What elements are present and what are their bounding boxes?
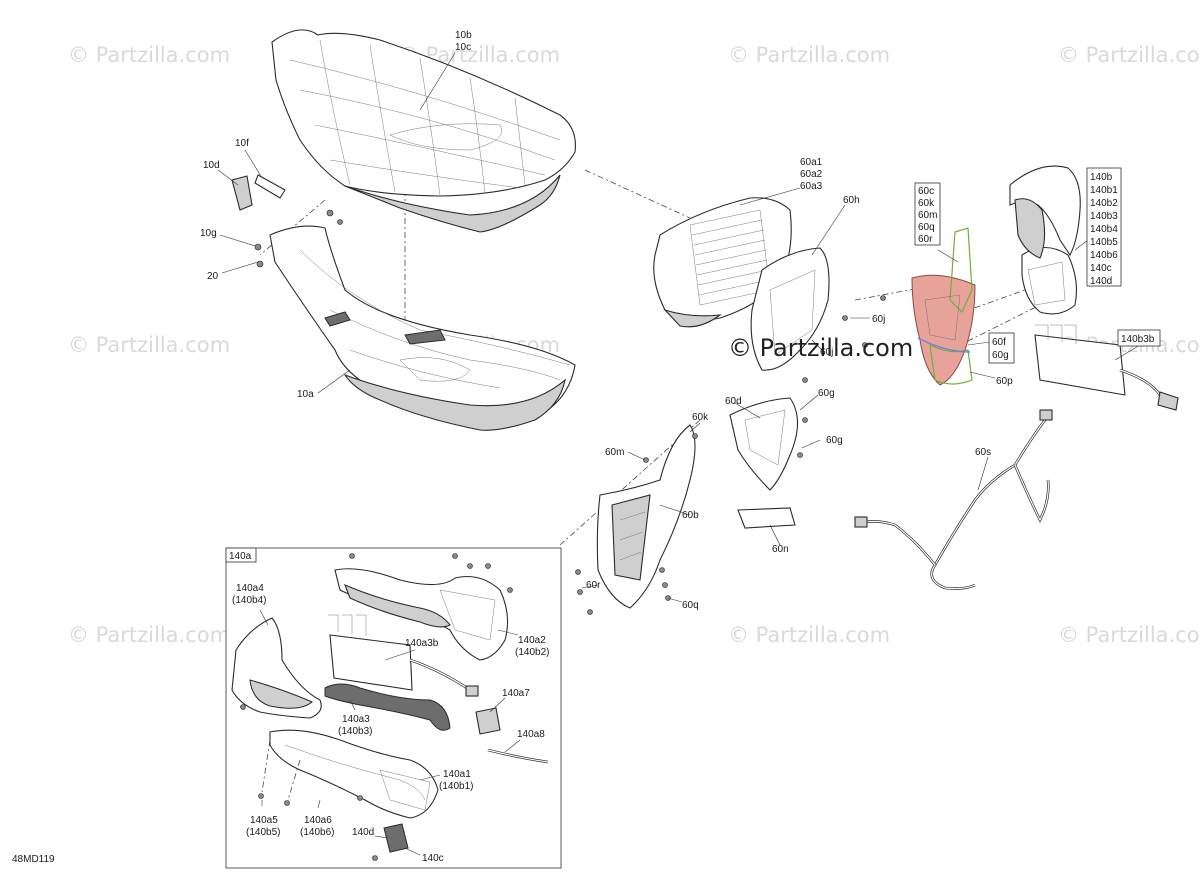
highlighted-bracket-part[interactable]	[911, 227, 976, 386]
label-60m: 60m	[918, 210, 937, 221]
label-140a1: 140a1	[443, 769, 471, 780]
center-watermark: © Partzilla.com	[728, 334, 913, 362]
label-140b: 140b	[1090, 172, 1113, 183]
inset-title: 140a	[229, 551, 252, 562]
heater-pad-part[interactable]	[329, 634, 413, 691]
watermark-4: © Partzilla.com	[1058, 43, 1200, 67]
side-panel-part[interactable]	[750, 247, 886, 383]
label-140a3: 140a3	[342, 714, 370, 725]
label-140b6: 140b6	[1090, 250, 1118, 261]
label-20: 20	[207, 271, 219, 282]
support-frame-part[interactable]	[575, 397, 808, 615]
label-140a5-alt: (140b5)	[246, 827, 280, 838]
label-60a3: 60a3	[800, 181, 823, 192]
watermark-8: © Partzilla.com	[68, 623, 230, 647]
label-box-60c	[914, 182, 941, 246]
label-60h: 60h	[843, 195, 860, 206]
label-140a1-alt: (140b1)	[439, 781, 473, 792]
label-60g: 60g	[992, 350, 1009, 361]
leader-lines	[217, 52, 1141, 856]
watermark-3: © Partzilla.com	[728, 43, 890, 67]
label-140c-b: 140c	[422, 853, 444, 864]
label-60k-b: 60k	[692, 412, 709, 423]
label-140d-b: 140d	[352, 827, 374, 838]
label-60s: 60s	[975, 447, 991, 458]
label-140c: 140c	[1090, 263, 1112, 274]
switch-part[interactable]	[475, 707, 501, 735]
label-60q-b: 60q	[682, 600, 699, 611]
label-60a1: 60a1	[800, 157, 823, 168]
label-140a2: 140a2	[518, 635, 546, 646]
label-60c: 60c	[918, 186, 934, 197]
label-60n: 60n	[772, 544, 789, 555]
label-10g: 10g	[200, 228, 217, 239]
label-140a3b: 140a3b	[405, 638, 439, 649]
label-140b3b: 140b3b	[1121, 334, 1155, 345]
label-60a2: 60a2	[800, 169, 823, 180]
label-box-60f	[988, 332, 1015, 364]
label-10b: 10b	[455, 30, 472, 41]
label-140a2-alt: (140b2)	[515, 647, 549, 658]
label-140a4: 140a4	[236, 583, 264, 594]
label-60r: 60r	[918, 234, 933, 245]
label-60g-b: 60g	[826, 435, 843, 446]
inset-140a: 140a	[225, 547, 562, 869]
label-60k: 60k	[918, 198, 935, 209]
watermark-1: © Partzilla.com	[68, 43, 230, 67]
label-10d: 10d	[203, 160, 220, 171]
label-140b5: 140b5	[1090, 237, 1118, 248]
label-10a: 10a	[297, 389, 314, 400]
label-140a6-alt: (140b6)	[300, 827, 334, 838]
heater-element-part[interactable]	[1034, 324, 1179, 411]
label-140b3: 140b3	[1090, 211, 1118, 222]
label-60j-a: 60j	[872, 314, 885, 325]
label-60m-b: 60m	[605, 447, 624, 458]
label-140b1: 140b1	[1090, 185, 1118, 196]
label-140a4-alt: (140b4)	[232, 595, 266, 606]
label-box-140b3b	[1117, 329, 1161, 347]
label-140d: 140d	[1090, 276, 1112, 287]
label-10f: 10f	[235, 138, 249, 149]
watermark-11: © Partzilla.com	[1058, 623, 1200, 647]
label-140a7: 140a7	[502, 688, 530, 699]
label-60d: 60d	[725, 396, 742, 407]
label-140a3-alt: (140b3)	[338, 726, 372, 737]
diagram-code: 48MD119	[12, 854, 55, 865]
watermark-10: © Partzilla.com	[728, 623, 890, 647]
label-60r-b: 60r	[586, 580, 601, 591]
grip-strip-part[interactable]	[324, 683, 451, 731]
label-60g-a: 60g	[818, 388, 835, 399]
bezel-part[interactable]	[383, 823, 409, 853]
label-box-140b	[1086, 167, 1122, 287]
handle-housing-part[interactable]	[1009, 165, 1081, 315]
label-60q: 60q	[918, 222, 935, 233]
seat-part[interactable]	[271, 29, 576, 233]
watermark-5: © Partzilla.com	[68, 333, 230, 357]
label-60p: 60p	[996, 376, 1013, 387]
handle-lower-part[interactable]	[269, 729, 439, 819]
label-140a5: 140a5	[250, 815, 278, 826]
seat-base-part[interactable]	[269, 225, 576, 431]
label-140a8: 140a8	[517, 729, 545, 740]
label-60j-b: 60j	[820, 347, 833, 358]
label-140b2: 140b2	[1090, 198, 1118, 209]
part-labels: 10b 10c 10f 10d 10g 20 10a 60a1 60a2 60a…	[200, 30, 1155, 864]
label-60b: 60b	[682, 510, 699, 521]
label-60f: 60f	[992, 337, 1006, 348]
label-140a6: 140a6	[304, 815, 332, 826]
label-140b4: 140b4	[1090, 224, 1118, 235]
wire-harness-part[interactable]	[854, 409, 1053, 590]
label-10c: 10c	[455, 42, 471, 53]
inset-title-box	[225, 547, 257, 563]
